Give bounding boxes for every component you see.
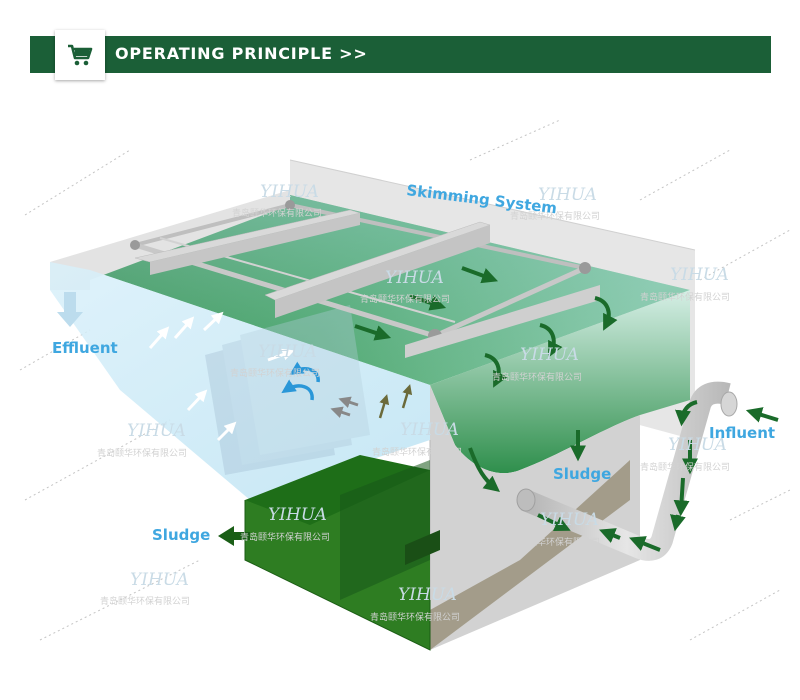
effluent-outlet-arrow: [57, 292, 83, 327]
watermarks: YIHUA 青岛颐华环保有限公司 YIHUA 青岛颐华环保有限公司 YIHUA …: [97, 182, 730, 623]
watermark-brand: YIHUA: [520, 345, 579, 365]
watermark-brand: YIHUA: [268, 505, 327, 525]
header-bar: [30, 36, 771, 73]
sludge-outlet-arrow: [218, 526, 250, 546]
cart-icon-box[interactable]: [55, 30, 105, 80]
watermark-company: 青岛颐华环保有限公司: [240, 531, 330, 543]
label-influent: Influent: [709, 424, 775, 442]
effluent-zone: [50, 262, 430, 500]
label-sludge-right: Sludge: [553, 465, 611, 483]
watermark-company: 青岛颐华环保有限公司: [360, 293, 450, 305]
watermark-company: 青岛颐华环保有限公司: [640, 461, 730, 473]
watermark-brand: YIHUA: [400, 420, 459, 440]
watermark-company: 青岛颐华环保有限公司: [370, 611, 460, 623]
label-sludge-left: Sludge: [152, 526, 210, 544]
watermark-company: 青岛颐华环保有限公司: [97, 447, 187, 459]
tank-base: [430, 460, 630, 650]
dashed-guides: [19, 119, 791, 641]
watermark-company: 青岛颐华环保有限公司: [372, 446, 462, 458]
white-rising-arrows: [148, 311, 295, 442]
float-chamber: [430, 290, 690, 474]
skimmer-blades: [134, 209, 600, 358]
shopping-cart-icon: [68, 44, 93, 66]
page-title: OPERATING PRINCIPLE >>: [115, 44, 368, 63]
green-flow-arrows: [354, 266, 779, 552]
label-effluent: Effluent: [52, 339, 118, 357]
olive-arrows: [378, 384, 413, 419]
watermark-company: 青岛颐华环保有限公司: [232, 207, 322, 219]
watermark-company: 青岛颐华环保有限公司: [510, 210, 600, 222]
watermark-brand: YIHUA: [670, 265, 729, 285]
watermark-brand: YIHUA: [540, 510, 599, 530]
watermark-brand: YIHUA: [130, 570, 189, 590]
watermark-brand: YIHUA: [127, 421, 186, 441]
watermark-brand: YIHUA: [668, 435, 727, 455]
grey-arrows: [330, 396, 359, 418]
watermark-company: 青岛颐华环保有限公司: [492, 371, 582, 383]
watermark-company: 青岛颐华环保有限公司: [640, 291, 730, 303]
watermark-company: 青岛颐华环保有限公司: [230, 367, 320, 379]
watermark-company: 青岛颐华环保有限公司: [510, 536, 600, 548]
watermark-brand: YIHUA: [398, 585, 457, 605]
watermark-brand: YIHUA: [538, 185, 597, 205]
watermark-brand: YIHUA: [385, 268, 444, 288]
watermark-brand: YIHUA: [258, 342, 317, 362]
blue-curl-arrows: [281, 361, 320, 401]
watermark-company: 青岛颐华环保有限公司: [100, 595, 190, 607]
watermark-brand: YIHUA: [260, 182, 319, 202]
